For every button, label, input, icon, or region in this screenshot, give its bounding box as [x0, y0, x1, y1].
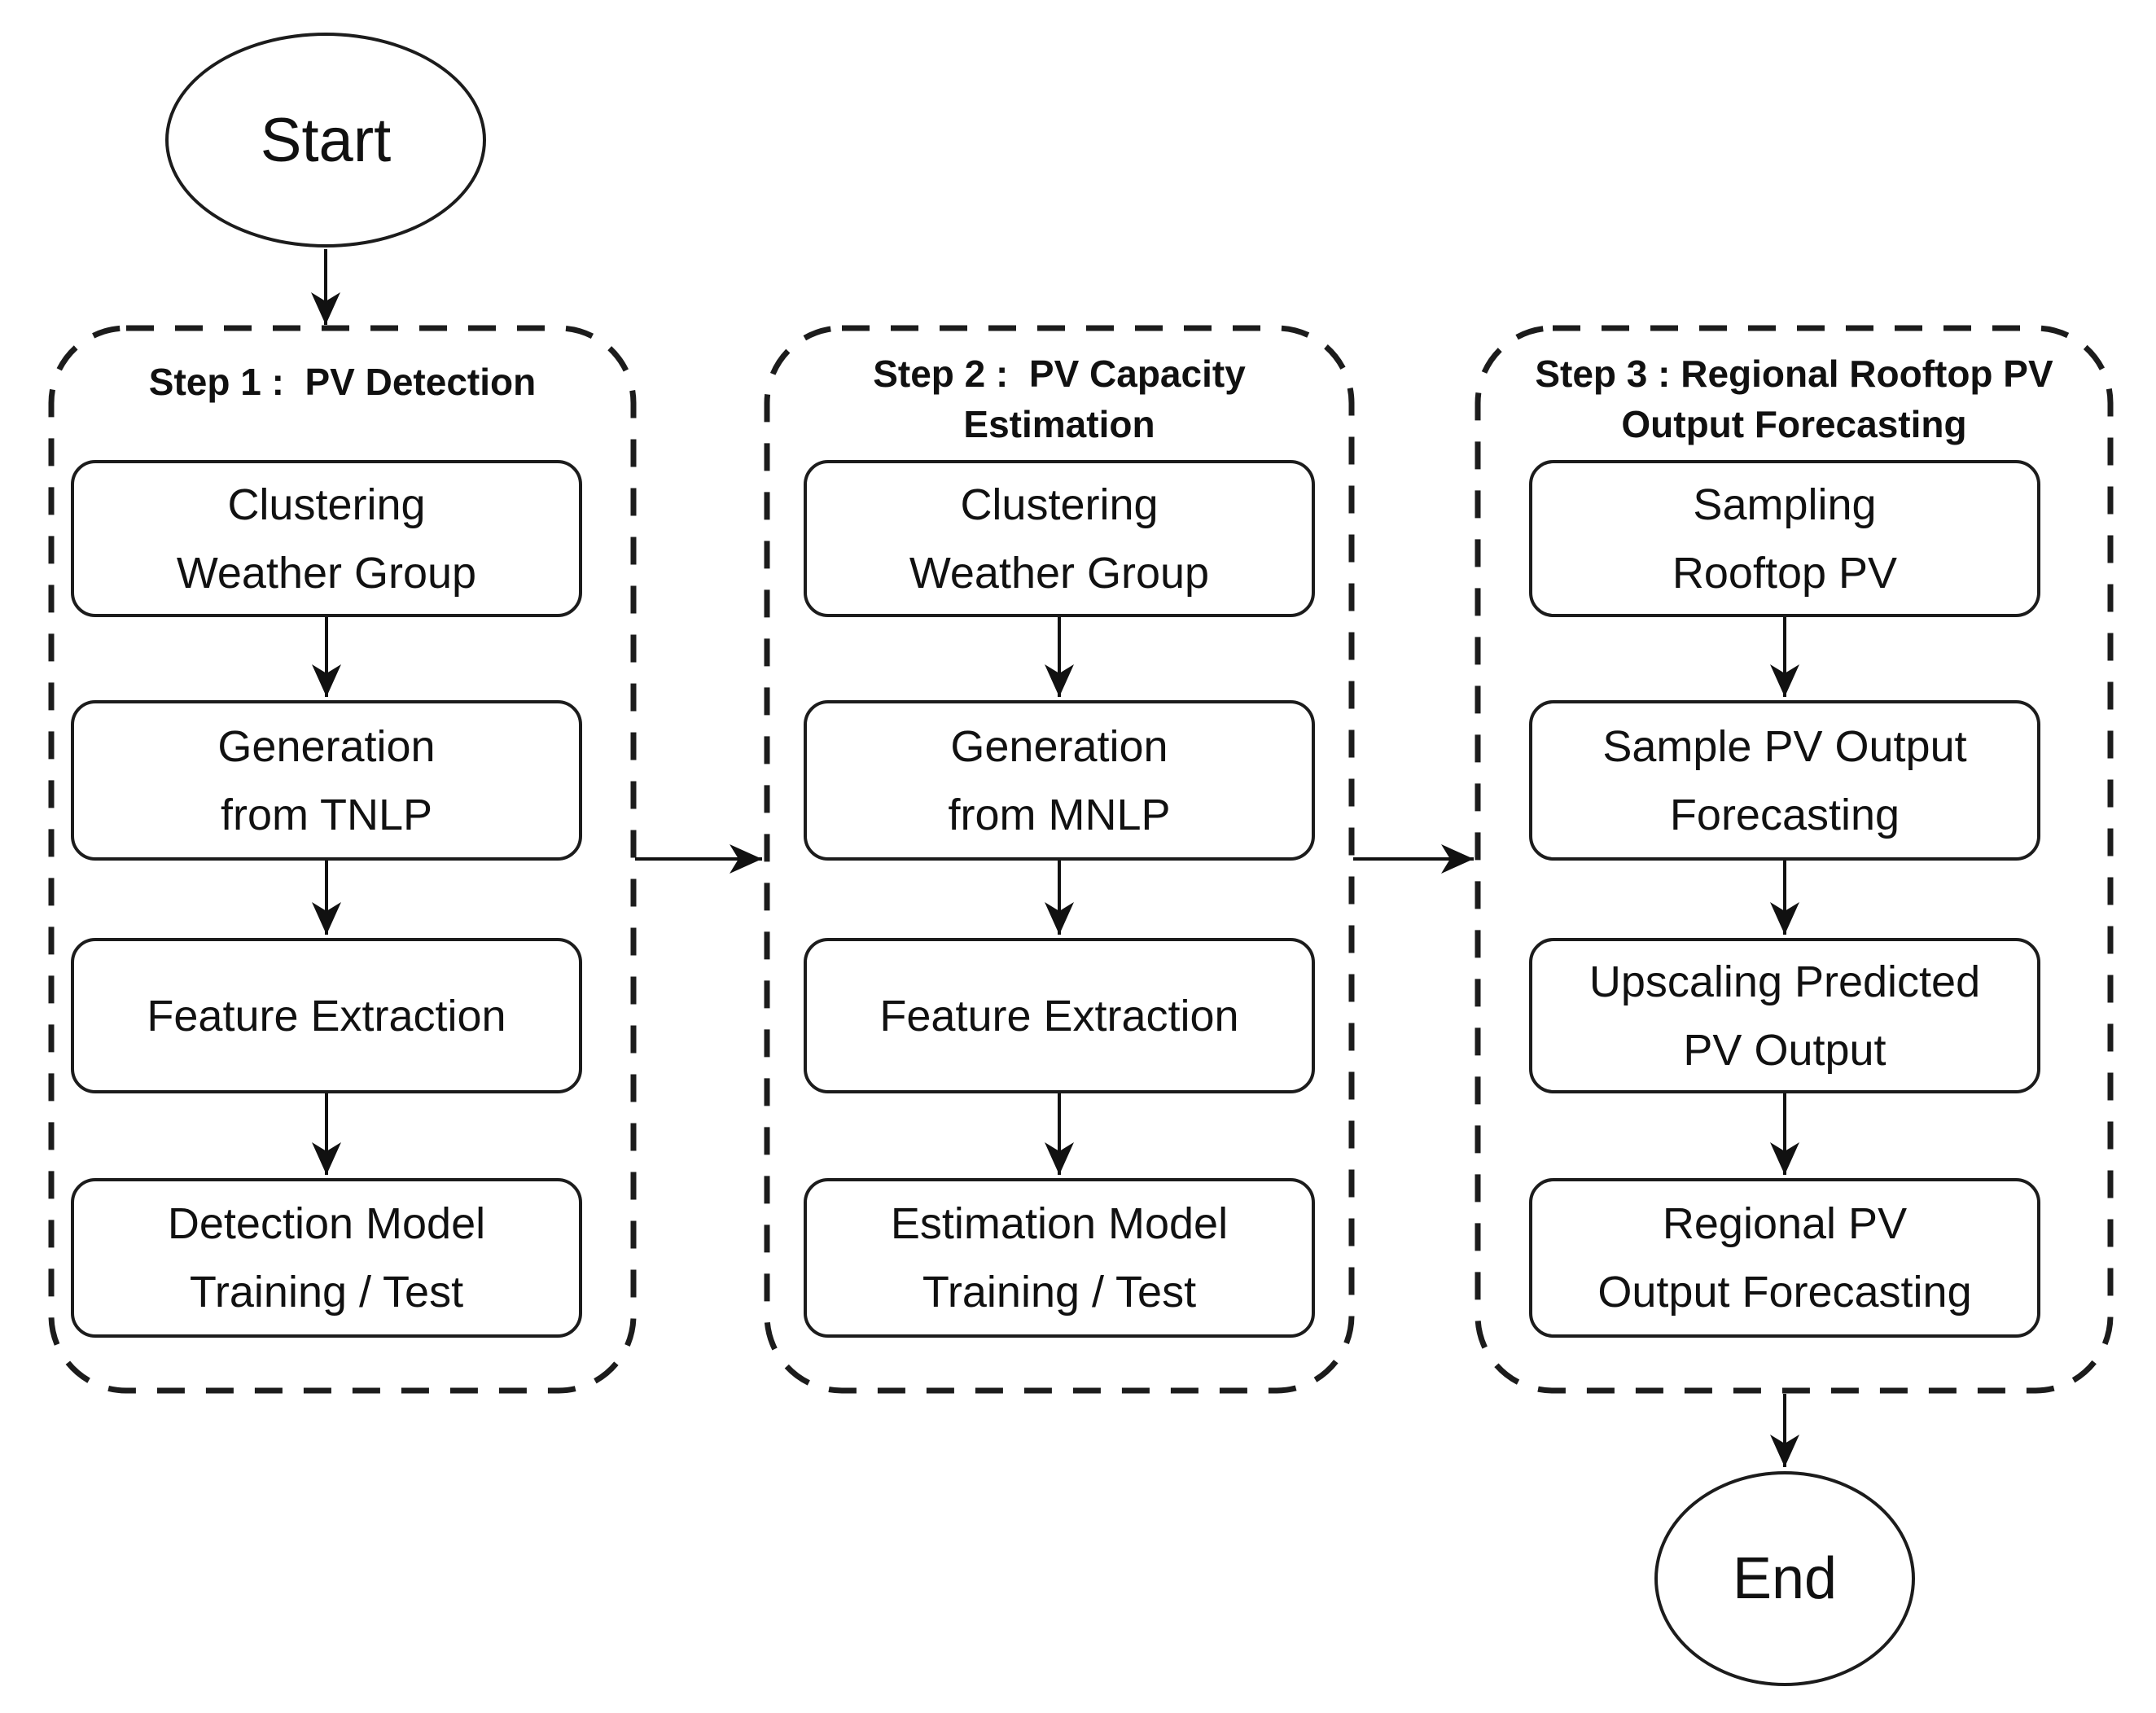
step1-box-clustering-weather-group: Clustering Weather Group — [71, 460, 582, 617]
step3-box-upscaling-predicted-pv-output: Upscaling Predicted PV Output — [1529, 938, 2040, 1093]
step1-box-generation-from-tnlp: Generation from TNLP — [71, 700, 582, 861]
box-label: Clustering Weather Group — [176, 480, 477, 598]
step3-box-sampling-rooftop-pv: Sampling Rooftop PV — [1529, 460, 2040, 617]
step3-box-regional-pv-output-forecasting: Regional PV Output Forecasting — [1529, 1178, 2040, 1338]
step1-box-detection-model-training-test: Detection Model Training / Test — [71, 1178, 582, 1338]
box-label: Feature Extraction — [879, 991, 1239, 1041]
box-label: Generation from TNLP — [217, 721, 436, 839]
box-label: Estimation Model Training / Test — [890, 1199, 1229, 1317]
step2-box-clustering-weather-group: Clustering Weather Group — [804, 460, 1315, 617]
box-label: Clustering Weather Group — [909, 480, 1210, 598]
step3-container-border — [1475, 325, 2114, 1394]
step1-title: Step 1 : PV Detection — [148, 361, 537, 403]
end-terminal: End — [1654, 1471, 1915, 1686]
step1-box-feature-extraction: Feature Extraction — [71, 938, 582, 1093]
box-label: Sample PV Output Forecasting — [1602, 721, 1967, 839]
box-label: Detection Model Training / Test — [167, 1199, 486, 1317]
box-label: Upscaling Predicted PV Output — [1589, 957, 1981, 1075]
start-terminal: Start — [165, 33, 486, 248]
box-label: Regional PV Output Forecasting — [1597, 1199, 1972, 1317]
step2-box-estimation-model-training-test: Estimation Model Training / Test — [804, 1178, 1315, 1338]
box-label: Feature Extraction — [147, 991, 506, 1041]
step3-title: Step 3 : Regional Rooftop PV Output Fore… — [1535, 353, 2053, 445]
start-label: Start — [260, 105, 392, 175]
step2-title: Step 2 : PV Capacity Estimation — [873, 353, 1246, 445]
step1-container-border — [48, 325, 637, 1394]
end-label: End — [1732, 1546, 1838, 1611]
step3-box-sample-pv-output-forecasting: Sample PV Output Forecasting — [1529, 700, 2040, 861]
box-label: Generation from MNLP — [948, 721, 1171, 839]
step2-box-generation-from-mnlp: Generation from MNLP — [804, 700, 1315, 861]
box-label: Sampling Rooftop PV — [1672, 480, 1898, 598]
step2-container-border — [764, 325, 1355, 1394]
step2-box-feature-extraction: Feature Extraction — [804, 938, 1315, 1093]
